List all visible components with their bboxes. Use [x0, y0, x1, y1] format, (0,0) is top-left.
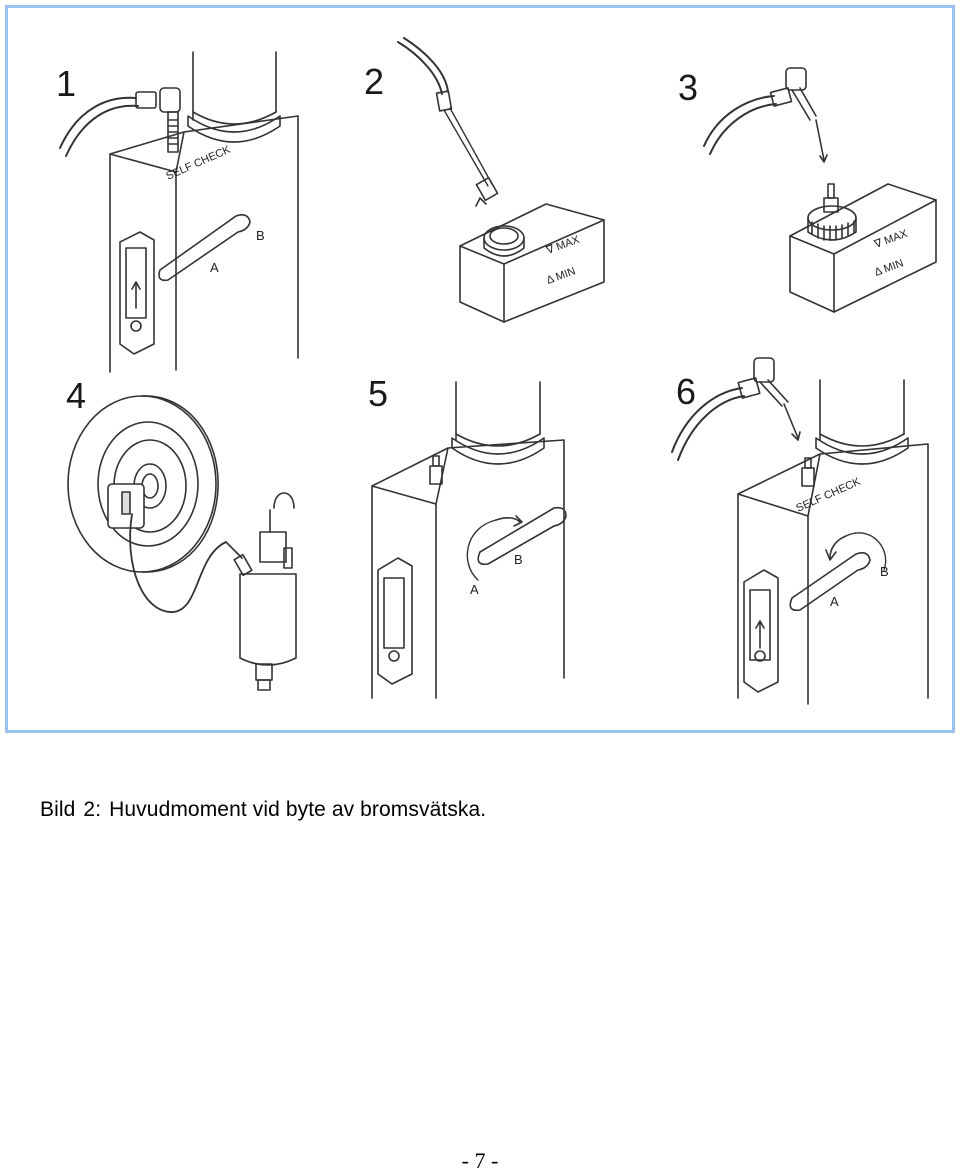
step-4-panel: 4 — [66, 375, 297, 691]
max-mark: ∇ MAX — [544, 234, 582, 258]
lever-a-label: A — [830, 594, 839, 609]
lever-a-label: A — [210, 260, 219, 275]
step-number: 1 — [56, 63, 76, 104]
lever-b-label: B — [514, 552, 523, 567]
min-mark: Δ MIN — [545, 265, 577, 287]
lever-b-label: B — [880, 564, 889, 579]
step-number: 2 — [364, 61, 384, 102]
illustration-frame: 1 SELF CHECK A B 2 — [5, 5, 955, 733]
page-number: - 7 - — [461, 1148, 499, 1173]
step-3-panel: 3 ∇ MAX Δ MIN — [678, 67, 937, 313]
caption-number: 2: — [83, 798, 102, 821]
step-number: 4 — [66, 375, 86, 416]
min-mark: Δ MIN — [873, 257, 905, 279]
step-5-panel: 5 A B — [368, 373, 567, 699]
lever-a-label: A — [470, 582, 479, 597]
step-number: 5 — [368, 373, 388, 414]
device-label: SELF CHECK — [164, 143, 233, 182]
caption-label: Bild — [40, 798, 76, 821]
device-label: SELF CHECK — [794, 475, 863, 514]
step-1-panel: 1 SELF CHECK A B — [56, 51, 299, 373]
step-6-panel: 6 SELF CHECK A B — [671, 357, 929, 705]
step-number: 3 — [678, 67, 698, 108]
figure-caption: Bild 2: Huvudmoment vid byte av bromsvätsk… — [40, 798, 486, 822]
lever-b-label: B — [256, 228, 265, 243]
step-2-panel: 2 ∇ MAX Δ MIN — [364, 37, 605, 323]
caption-text: Huvudmoment vid byte av bromsvätska. — [109, 798, 487, 821]
step-number: 6 — [676, 371, 696, 412]
brake-fluid-steps-illustration: 1 SELF CHECK A B 2 — [56, 37, 937, 705]
